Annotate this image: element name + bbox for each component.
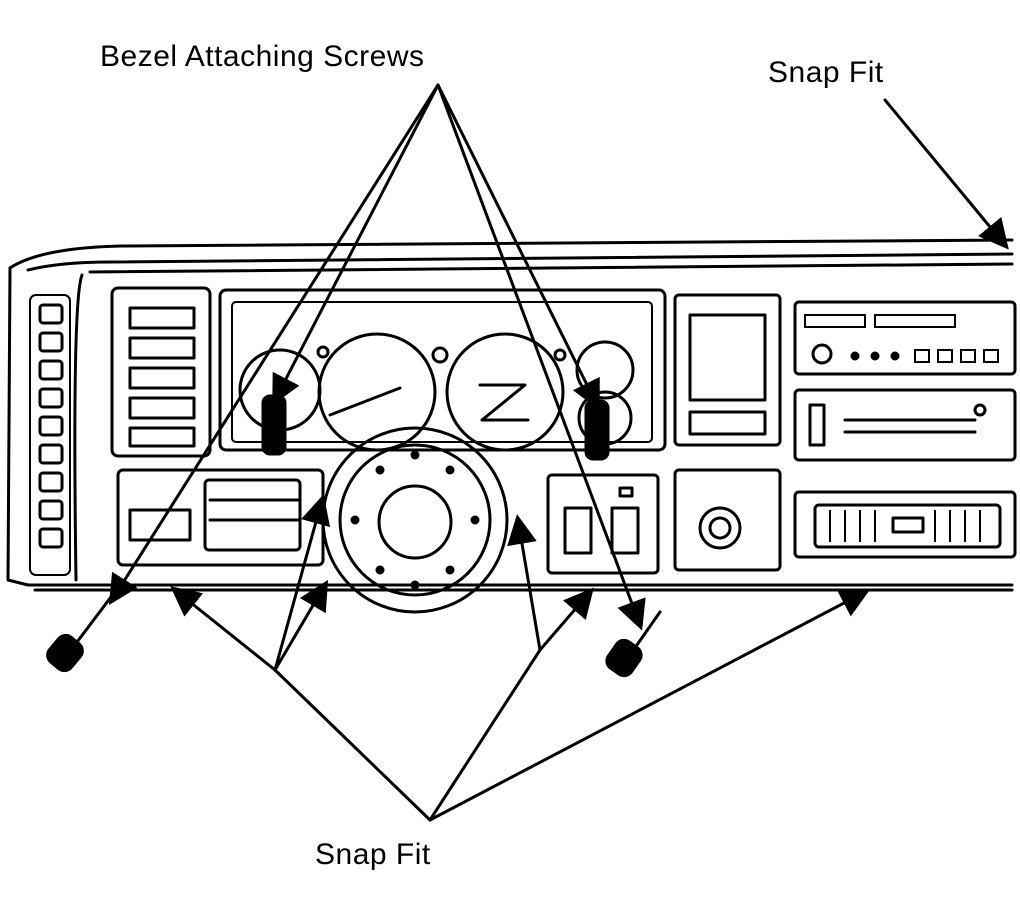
loose-screw-left bbox=[46, 583, 122, 673]
headlamp-switch-panel bbox=[116, 468, 325, 567]
left-vent-buttons bbox=[29, 294, 71, 576]
snap-fit-bottom-leaders bbox=[170, 494, 871, 822]
loose-screw-right bbox=[605, 610, 662, 678]
bezel-screw-right bbox=[584, 399, 610, 461]
steering-wheel-hub bbox=[321, 426, 509, 614]
snap-fit-bottom-label: Snap Fit bbox=[315, 838, 431, 871]
center-column bbox=[673, 293, 782, 572]
dash-bezel-outline bbox=[6, 238, 1014, 592]
bezel-screw-left bbox=[261, 394, 287, 456]
radio-unit bbox=[793, 300, 1017, 376]
center-switch-panel bbox=[546, 473, 660, 575]
bezel-screws-leaders bbox=[108, 83, 646, 631]
heater-control bbox=[793, 388, 1017, 462]
snap-fit-top-label: Snap Fit bbox=[768, 56, 884, 89]
left-air-vent bbox=[110, 286, 212, 458]
snap-fit-top-leader bbox=[883, 98, 1009, 250]
bezel-screws-label: Bezel Attaching Screws bbox=[100, 40, 425, 73]
right-air-vent bbox=[793, 490, 1017, 559]
